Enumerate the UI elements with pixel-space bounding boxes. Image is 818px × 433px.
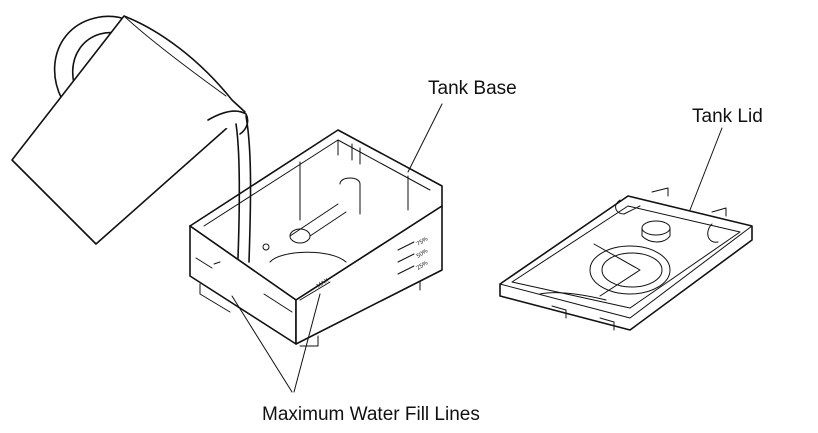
level-high-marking: 75% [416,236,430,248]
tank-lid [499,187,753,331]
tank-side-face [295,205,443,345]
level-low-marking: 25% [416,260,430,272]
fill-line-leader-right [293,293,321,393]
tank-lid-leader [689,127,723,211]
water-pitcher [11,15,249,245]
lid-float-well [589,245,671,295]
tank-base-label: Tank Base [428,78,517,99]
tank-lid-label: Tank Lid [692,106,763,127]
water-stream [235,123,241,259]
fill-line-side [299,281,331,301]
pitcher-spout [207,110,249,135]
max-marking: MAX [316,278,330,290]
tank-base: MAX 75% 50% 25% [189,129,443,347]
level-mid-marking: 50% [416,248,430,260]
lid-knob [641,220,671,236]
fill-lines-label: Maximum Water Fill Lines [262,404,480,425]
tank-front-face [189,225,297,345]
pitcher-body [11,15,246,245]
fill-line-leader-left [231,295,293,393]
tank-base-leader [407,103,443,173]
fill-line-front [195,257,213,269]
lid-body [499,195,753,331]
float-ring [289,228,311,244]
